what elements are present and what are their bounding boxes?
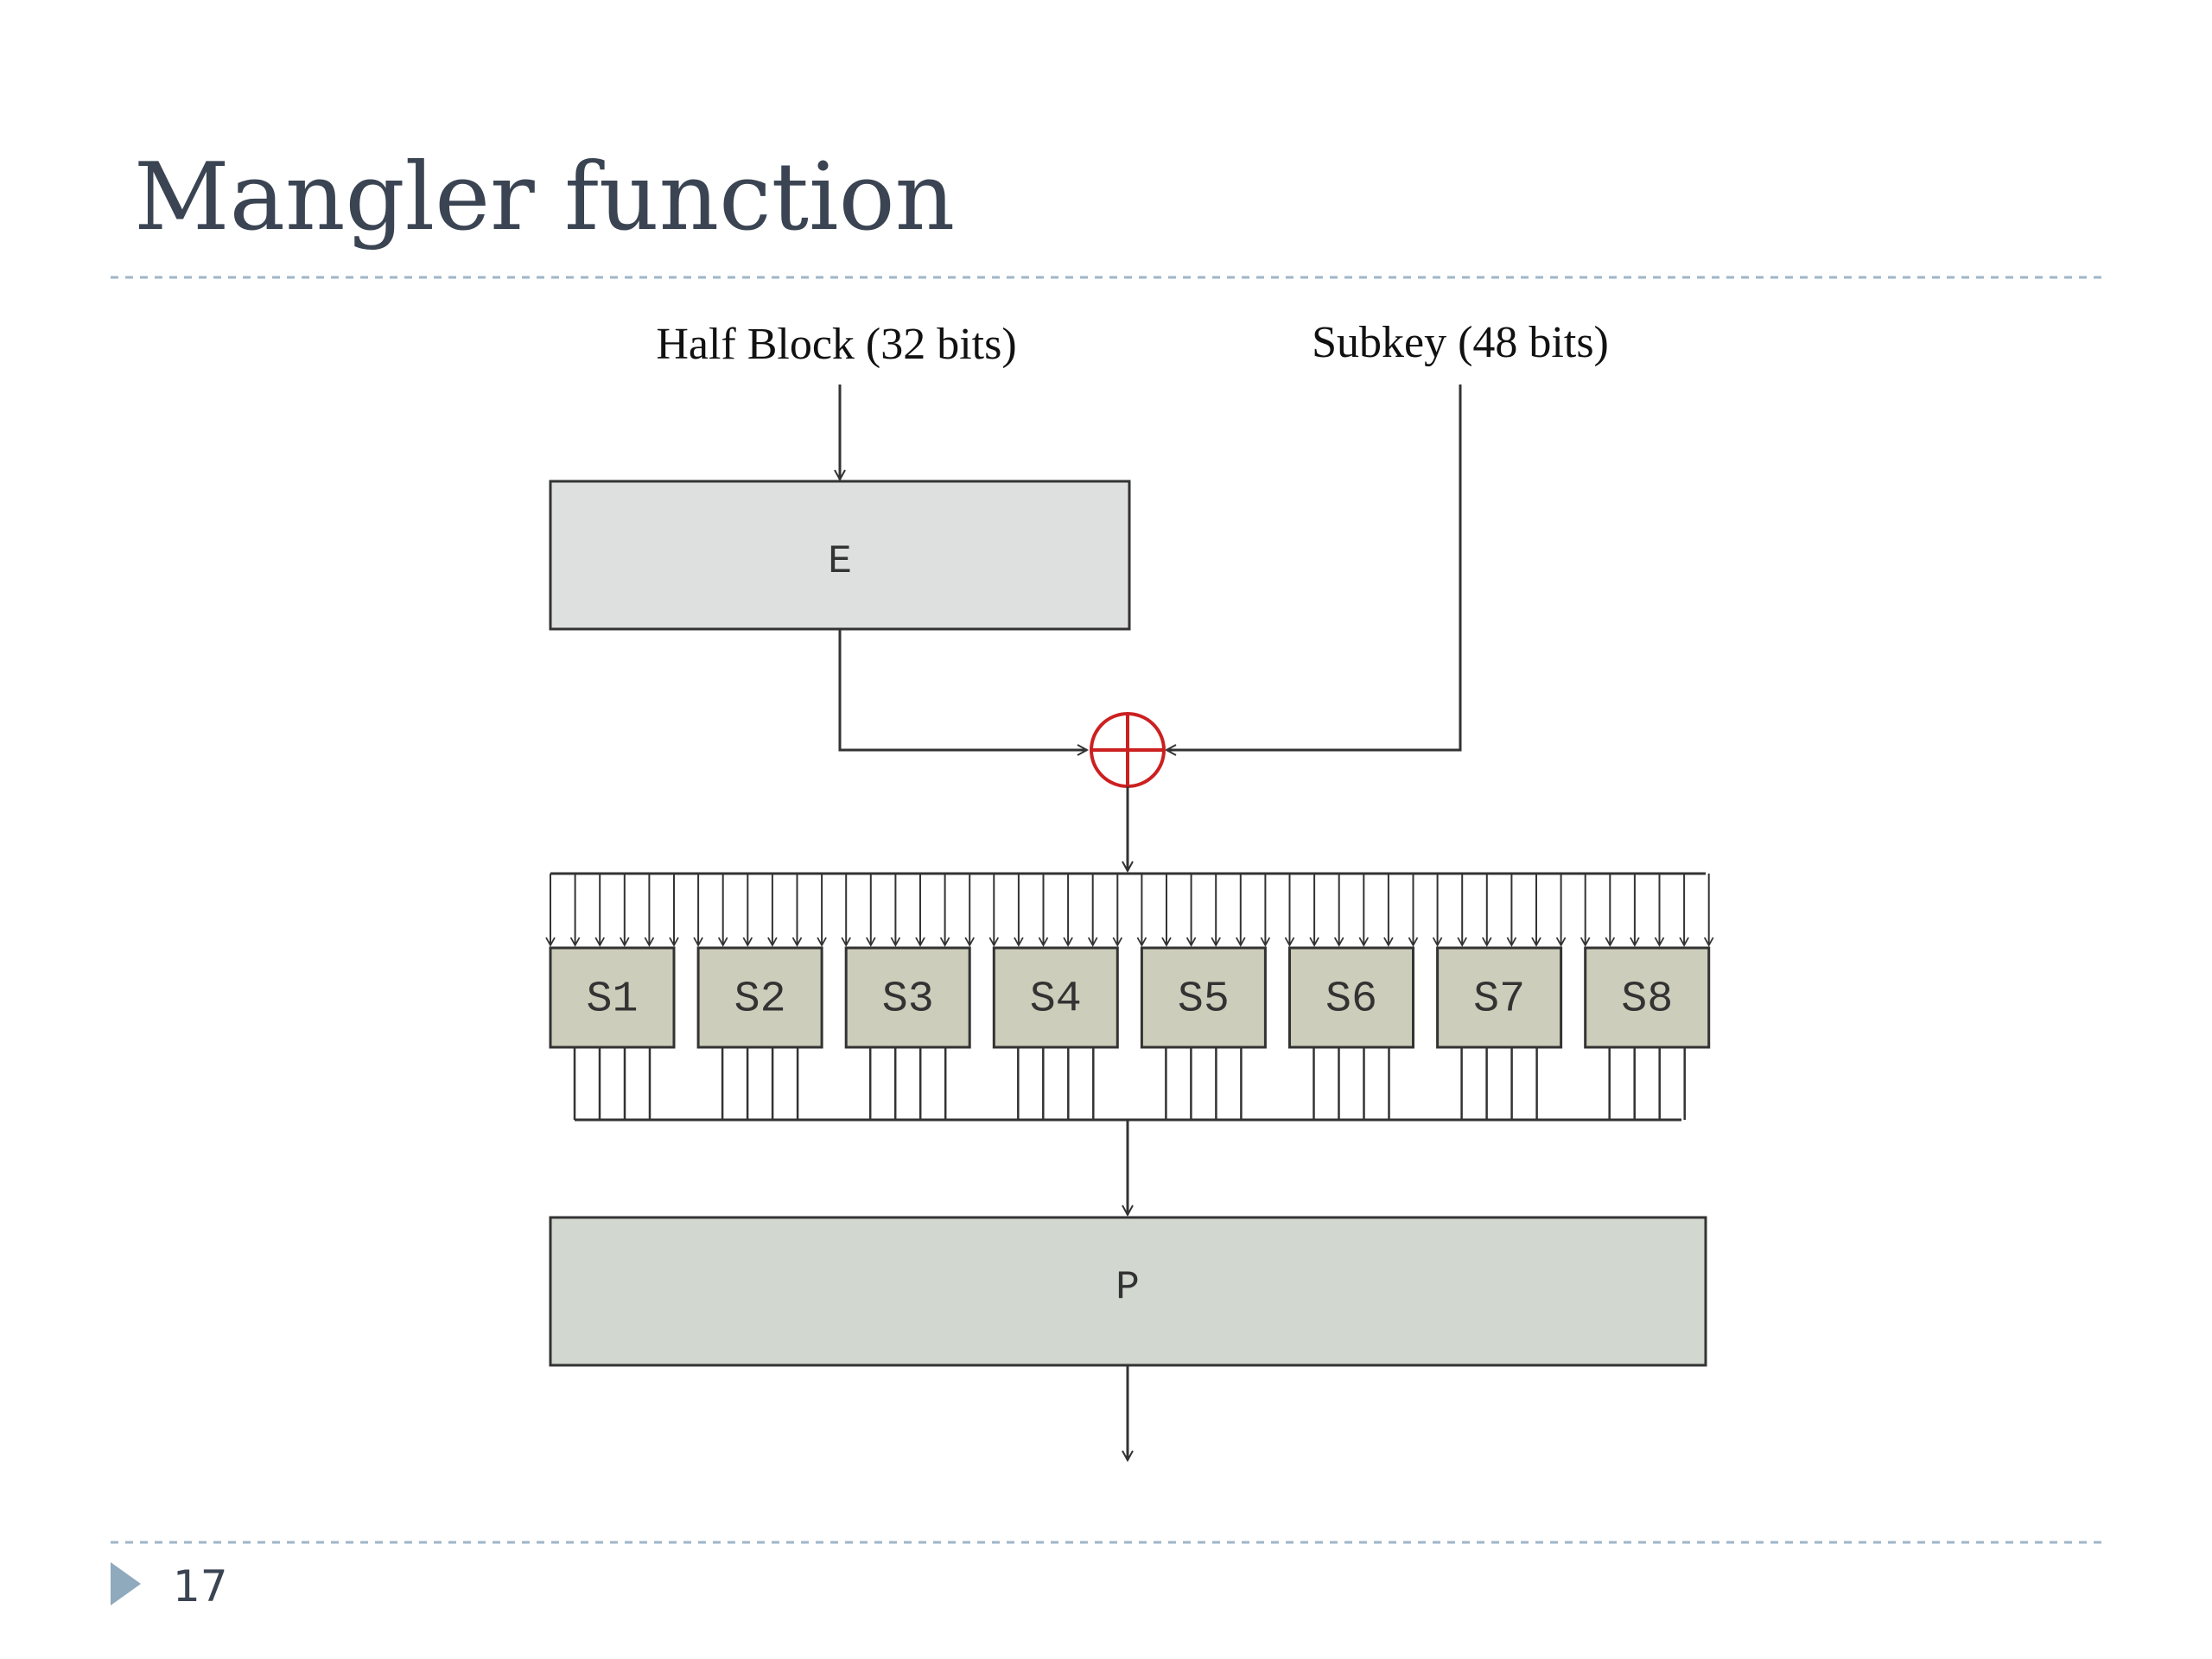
permutation-label: P — [1116, 1265, 1140, 1310]
sbox-label: S2 — [734, 976, 786, 1025]
sbox-box — [1584, 946, 1711, 1049]
permutation-box — [549, 1216, 1707, 1367]
expansion-label: E — [828, 539, 852, 584]
sbox-label: S5 — [1178, 976, 1230, 1025]
sbox-box — [1288, 946, 1414, 1049]
subkey-to-xor-line — [1166, 385, 1462, 750]
sbox-box — [1436, 946, 1563, 1049]
sbox-label: S6 — [1325, 976, 1377, 1025]
sbox-6: S6 — [1284, 874, 1419, 1120]
sbox-4: S4 — [988, 874, 1123, 1120]
sbox-row: S1 S2 S3 S4 S5 S6 S7 S8 — [545, 874, 1714, 1120]
slide-title: Mangler function — [134, 143, 956, 251]
e-to-xor-line — [838, 629, 1087, 750]
sbox-box — [549, 946, 676, 1049]
sbox-7: S7 — [1432, 874, 1567, 1120]
sbox-box — [992, 946, 1119, 1049]
sbox-2: S2 — [693, 874, 827, 1120]
sbox-box — [844, 946, 971, 1049]
footer-bullet-icon — [111, 1562, 141, 1605]
sbox-1: S1 — [545, 874, 679, 1120]
sbox-label: S3 — [882, 976, 934, 1025]
sbox-box — [696, 946, 823, 1049]
sbox-label: S8 — [1621, 976, 1673, 1025]
sbox-label: S1 — [586, 976, 638, 1025]
sbox-3: S3 — [841, 874, 975, 1120]
sbox-box — [1140, 946, 1267, 1049]
sbox-5: S5 — [1136, 874, 1271, 1120]
sbox-label: S4 — [1030, 976, 1082, 1025]
sbox-8: S8 — [1580, 874, 1714, 1120]
expansion-box — [549, 480, 1131, 631]
half-block-label: Half Block (32 bits) — [656, 320, 1016, 369]
xor-icon — [1090, 712, 1166, 788]
sbox-label: S7 — [1473, 976, 1525, 1025]
subkey-label: Subkey (48 bits) — [1312, 318, 1609, 367]
page-number: 17 — [173, 1561, 228, 1611]
